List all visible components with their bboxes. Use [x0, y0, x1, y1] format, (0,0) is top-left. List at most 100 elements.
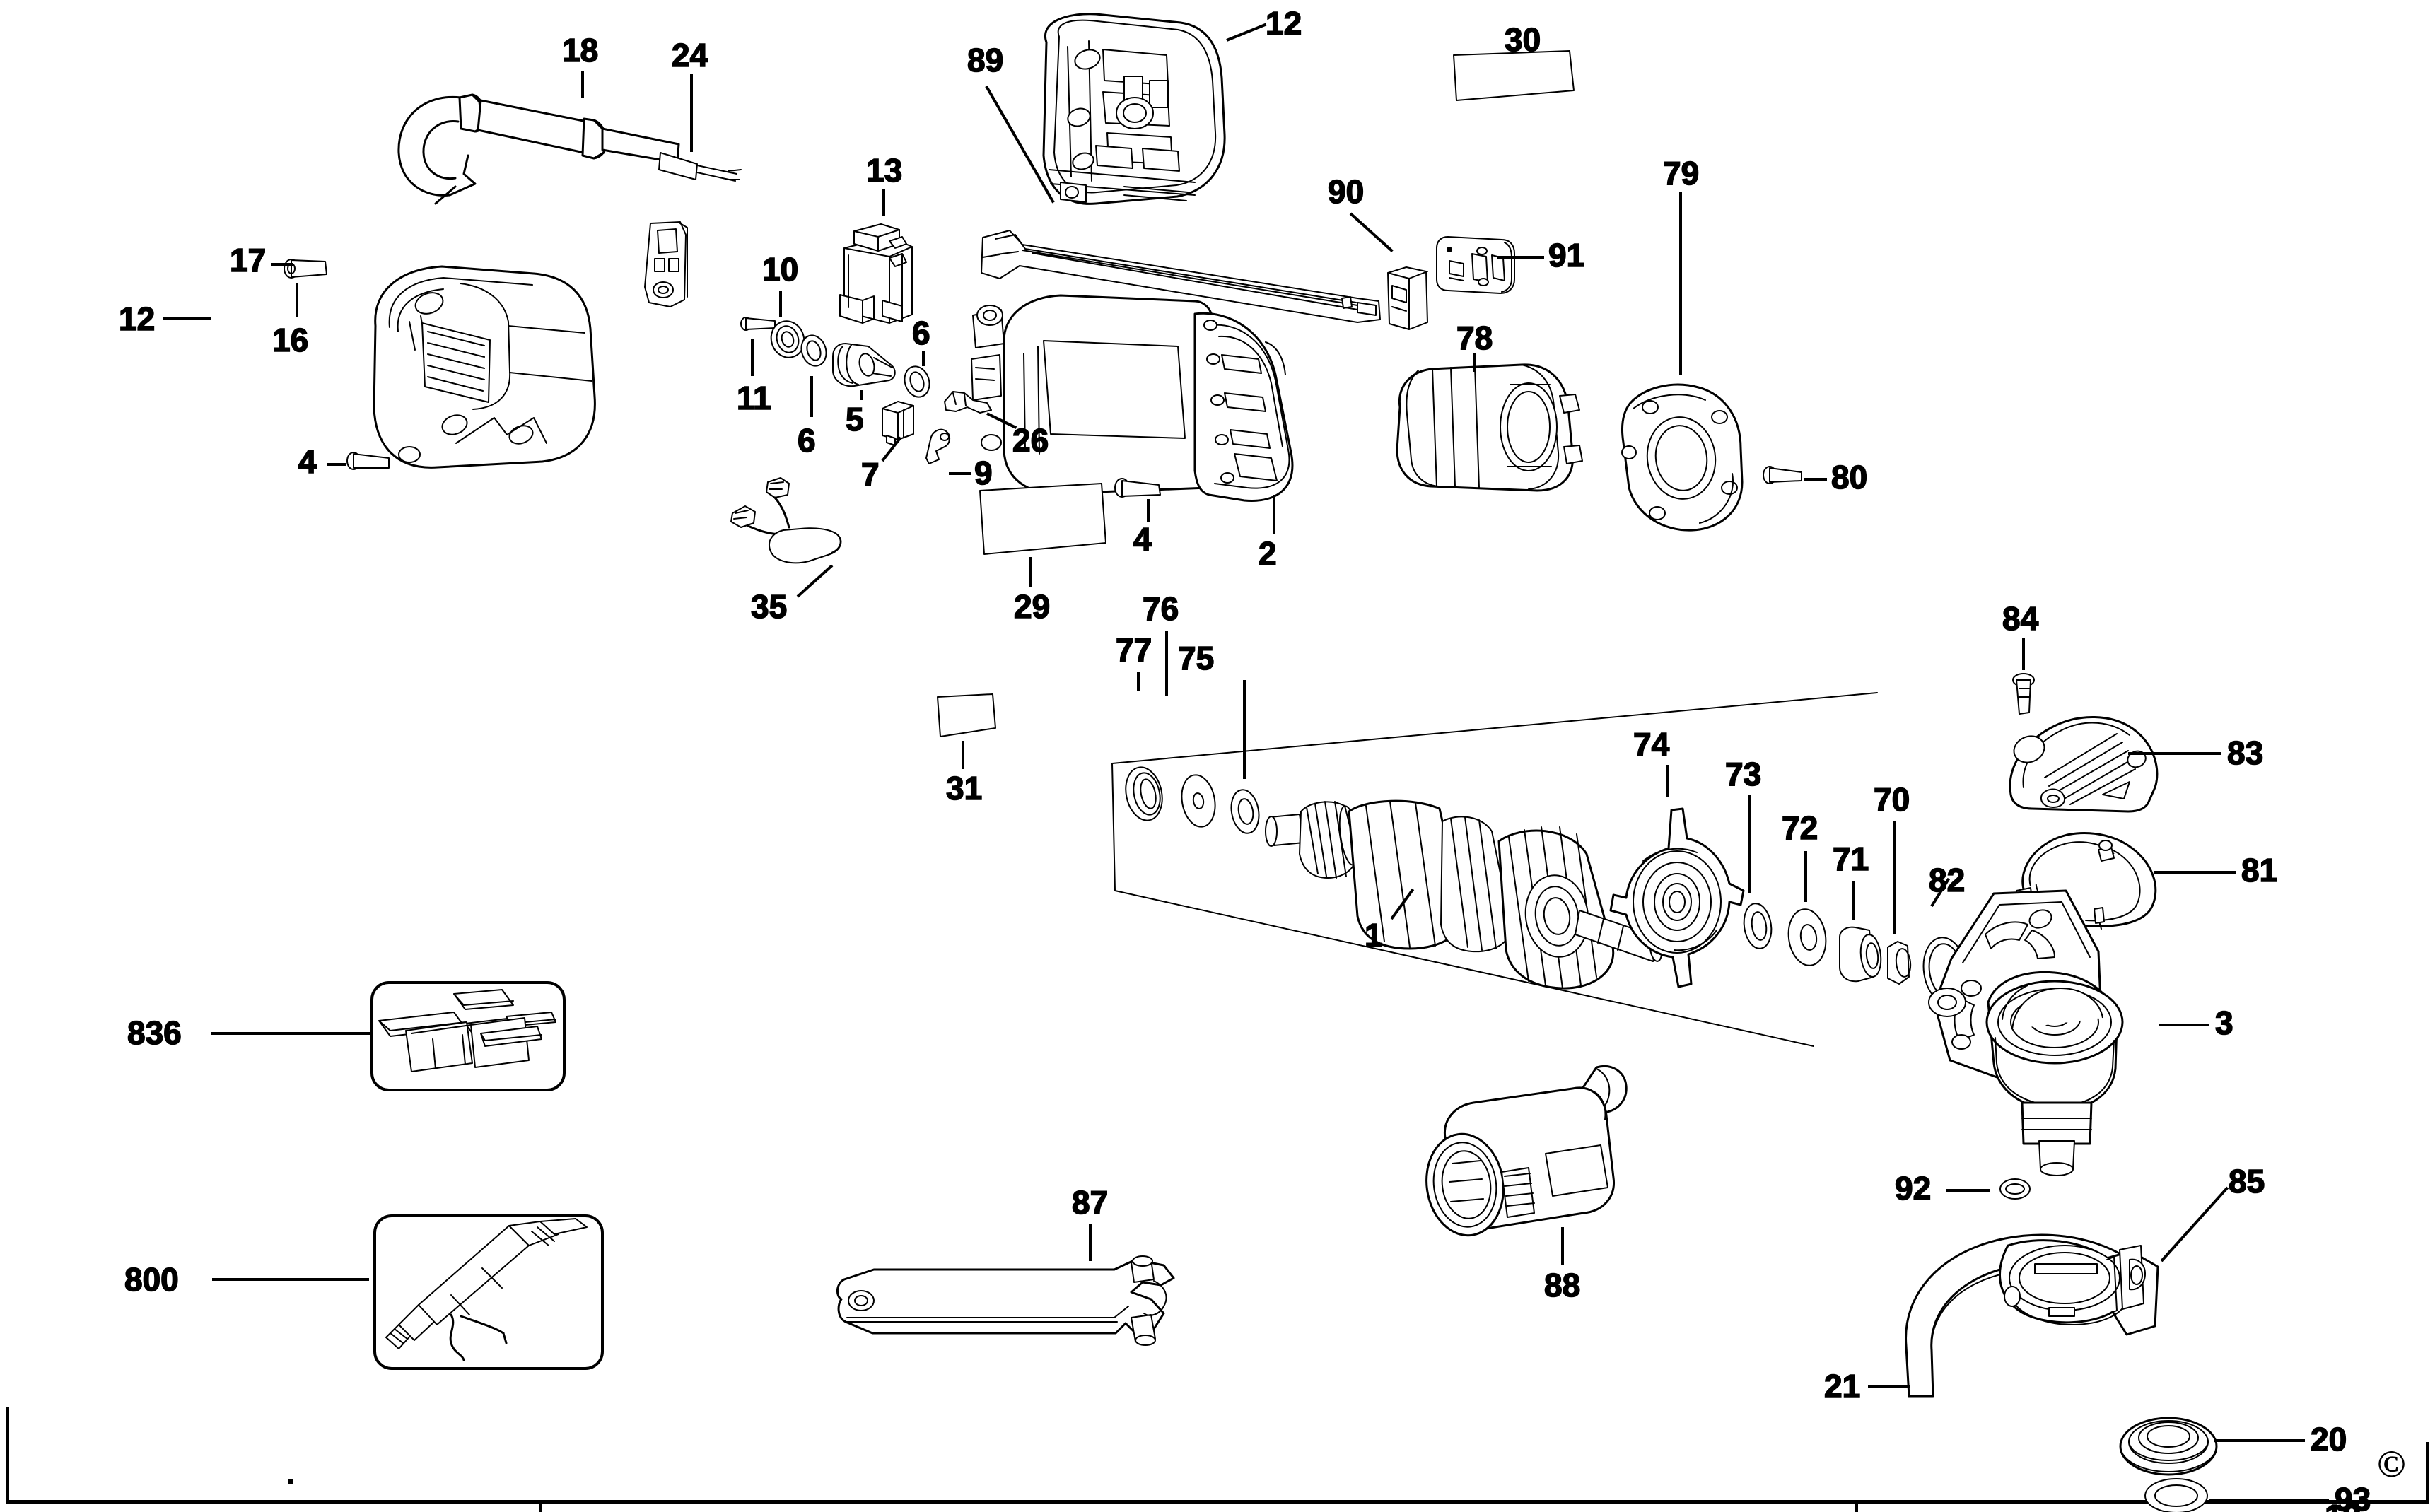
leader-31 [962, 741, 964, 769]
part-brush-block-art [877, 397, 919, 447]
leader-76 [1165, 631, 1168, 696]
leader-83 [2128, 752, 2221, 755]
callout-10: 10 [761, 251, 799, 288]
part-slide-bar-art [976, 212, 1386, 325]
part-switch-art [834, 216, 933, 329]
part-electronic-module-art [1431, 230, 1523, 300]
leader-77 [1137, 672, 1140, 691]
leader-16b [296, 283, 298, 317]
part-label-31-art [935, 691, 998, 741]
callout-85: 85 [2228, 1163, 2265, 1200]
callout-74: 74 [1633, 726, 1670, 763]
part-screw-11-art [740, 314, 782, 335]
part-wire-harness-art [727, 474, 868, 573]
callout-29: 29 [1013, 588, 1051, 625]
callout-31: 31 [945, 770, 983, 807]
part-field-body-art [962, 276, 1386, 509]
callout-79: 79 [1662, 155, 1700, 192]
callout-20: 20 [2310, 1421, 2347, 1458]
callout-77: 77 [1115, 631, 1152, 668]
callout-73: 73 [1724, 756, 1762, 792]
part-screw-4-left-art [345, 447, 402, 475]
copyright-symbol: © [2377, 1443, 2406, 1485]
part-o-ring-92-art [1994, 1173, 2036, 1205]
part-baffle-plate-art [1605, 375, 1753, 537]
callout-87: 87 [1071, 1184, 1109, 1221]
callout-16: 16 [271, 322, 309, 358]
leader-93 [2209, 1499, 2329, 1501]
part-gear-cover-art [1999, 708, 2169, 814]
part-armature-art [1265, 792, 1753, 1060]
part-screw-80-art [1762, 461, 1811, 489]
callout-2: 2 [1258, 535, 1277, 572]
part-gear-case-assembly-art [1909, 884, 2206, 1195]
leader-21 [1868, 1385, 1910, 1388]
leader-800 [212, 1278, 369, 1281]
part-carton-836-art [375, 984, 559, 1083]
callout-83: 83 [2226, 734, 2264, 771]
leader-9 [949, 472, 971, 475]
part-bearing-71-art [1830, 923, 1886, 987]
leader-836 [211, 1032, 370, 1035]
part-wheel-guard-art [1889, 1220, 2186, 1453]
callout-4-right: 4 [1133, 521, 1152, 558]
callout-9: 9 [974, 455, 993, 491]
frame-divider [539, 1500, 542, 1512]
leader-29 [1029, 557, 1032, 587]
callout-12-left: 12 [118, 300, 156, 337]
part-washer-76-art [1174, 769, 1223, 833]
part-cord-protector-art [826, 341, 904, 390]
leader-72 [1804, 851, 1807, 902]
part-field-stator-art [1390, 353, 1595, 495]
leader-91 [1497, 256, 1544, 259]
callout-92: 92 [1894, 1170, 1932, 1207]
frame-left [6, 1407, 9, 1504]
callout-80: 80 [1830, 459, 1868, 496]
callout-89: 89 [967, 42, 1004, 78]
callout-4-left: 4 [298, 443, 317, 480]
leader-70 [1893, 821, 1896, 934]
part-washer-75-art [1223, 783, 1267, 840]
frame-bottom [6, 1500, 2429, 1504]
part-cord-lead-art [658, 148, 749, 212]
part-label-30-art [1449, 48, 1577, 105]
leader-78 [1473, 353, 1476, 372]
part-washer-72-art [1780, 903, 1834, 971]
part-contact-plate-art [1382, 262, 1439, 339]
callout-5: 5 [845, 401, 864, 438]
leader-6b [922, 351, 925, 366]
callout-3: 3 [2214, 1004, 2233, 1041]
callout-75: 75 [1177, 640, 1215, 676]
callout-88: 88 [1543, 1267, 1581, 1303]
callout-11: 11 [736, 380, 771, 416]
leader-10 [779, 291, 782, 317]
leader-3 [2159, 1024, 2209, 1026]
part-spring-clip-art [918, 424, 960, 467]
callout-836: 836 [127, 1014, 182, 1051]
part-bearing-77-art [1116, 762, 1172, 826]
callout-12-top: 12 [1265, 5, 1302, 42]
leader-88 [1561, 1227, 1564, 1265]
part-screw-4-right-art [1114, 474, 1170, 502]
leader-13 [882, 189, 885, 216]
callout-18: 18 [561, 32, 599, 69]
leader-74 [1666, 765, 1669, 797]
leader-75 [1243, 680, 1246, 779]
callout-90: 90 [1327, 173, 1365, 210]
leader-24 [690, 74, 693, 152]
part-terminal-lug-art [940, 386, 997, 421]
leader-4-right [1147, 499, 1150, 522]
leader-71 [1852, 881, 1855, 920]
callout-35: 35 [750, 588, 788, 625]
leader-20 [2214, 1439, 2305, 1442]
part-washer-10-art [766, 318, 809, 361]
callout-91: 91 [1548, 237, 1585, 274]
callout-81: 81 [2241, 852, 2278, 889]
callout-7: 7 [860, 456, 880, 493]
callout-71: 71 [1832, 840, 1869, 877]
leader-80 [1804, 478, 1827, 481]
armature-tie-line [1106, 679, 1884, 1060]
part-power-cord-art [382, 85, 680, 205]
leader-84 [2022, 638, 2025, 670]
